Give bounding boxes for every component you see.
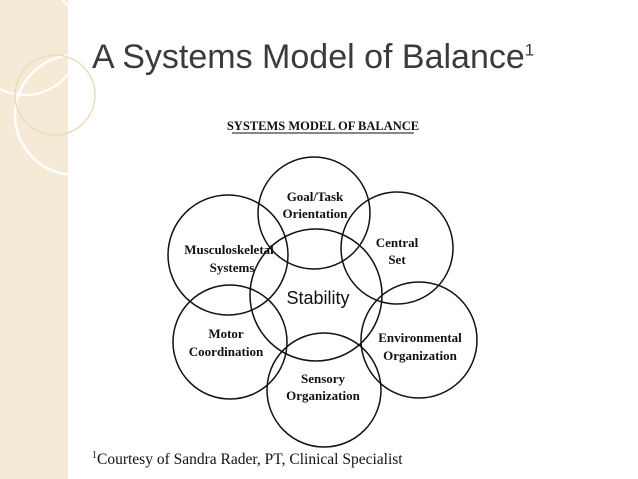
diagram-heading: SYSTEMS MODEL OF BALANCE (227, 119, 419, 133)
left-decorative-strip (0, 0, 68, 479)
goal-label-line-1: Goal/Task (287, 189, 344, 204)
musculoskeletal-label-line-1: Musculoskeletal (184, 242, 274, 257)
motor-label-line-2: Coordination (189, 344, 264, 359)
central-circle (340, 191, 454, 305)
slide-title-text: A Systems Model of Balance (92, 38, 525, 76)
decorative-arcs (0, 0, 137, 177)
sensory-label-line-2: Organization (286, 388, 360, 403)
title-superscript: 1 (524, 40, 535, 60)
motor-circle (172, 284, 288, 400)
footnote-marker: 1 (92, 450, 97, 461)
environmental-label-line-2: Organization (383, 348, 457, 363)
sensory-label-line-1: Sensory (301, 371, 346, 386)
decor-arc-3 (14, 54, 96, 136)
musculoskeletal-circle (167, 194, 289, 316)
goal-circle (257, 156, 371, 270)
motor-label-line-1: Motor (208, 326, 244, 341)
footnote-text: Courtesy of Sandra Rader, PT, Clinical S… (97, 451, 403, 469)
musculoskeletal-label-line-2: Systems (210, 260, 255, 275)
environmental-circle (360, 281, 478, 399)
sensory-circle (266, 332, 382, 448)
central-label-line-2: Set (388, 252, 406, 267)
center-label: Stability (286, 288, 349, 308)
environmental-label-line-1: Environmental (378, 330, 462, 345)
central-label-line-1: Central (376, 235, 419, 250)
slide-title: A Systems Model of Balance1 (92, 38, 534, 77)
footnote: 1Courtesy of Sandra Rader, PT, Clinical … (92, 450, 403, 469)
decor-arc-1 (0, 0, 81, 96)
goal-label-line-2: Orientation (283, 206, 349, 221)
decor-arc-2 (13, 53, 137, 177)
